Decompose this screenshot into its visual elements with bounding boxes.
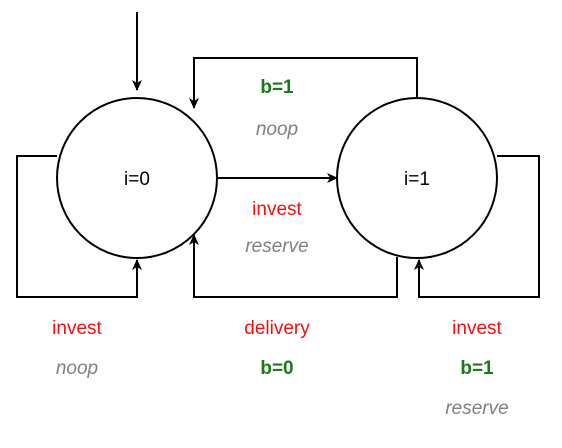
edge-i1-to-i0-top: [189, 57, 418, 109]
effect-label: noop: [56, 358, 98, 379]
state-i1-label: i=1: [404, 169, 430, 190]
action-label: invest: [252, 199, 302, 220]
condition-label: b=1: [460, 358, 494, 379]
condition-label: b=1: [260, 77, 294, 98]
edge-label-i1-self-loop: invest b=1 reserve: [445, 318, 508, 419]
state-i0[interactable]: i=0: [56, 97, 218, 259]
state-i1[interactable]: i=1: [336, 97, 498, 259]
action-label: delivery: [244, 318, 310, 339]
edge-label-i0-self-loop: invest noop: [52, 318, 102, 379]
effect-label: noop: [256, 119, 298, 140]
edge-i1-self-loop: [414, 155, 540, 298]
edge-label-i1-to-i0-top: b=1 noop: [256, 77, 298, 140]
edge-label-i1-to-i0-bottom: delivery b=0: [244, 318, 310, 379]
condition-label: b=0: [260, 358, 293, 379]
effect-label: reserve: [245, 236, 308, 257]
edge-label-i0-to-i1: invest reserve: [245, 199, 308, 257]
state-i0-label: i=0: [124, 169, 150, 190]
effect-label: reserve: [445, 398, 508, 419]
action-label: invest: [452, 318, 502, 339]
action-label: invest: [52, 318, 102, 339]
edge-i1-to-i0-bottom: [189, 234, 398, 298]
edge-i0-self-loop: [16, 155, 142, 298]
